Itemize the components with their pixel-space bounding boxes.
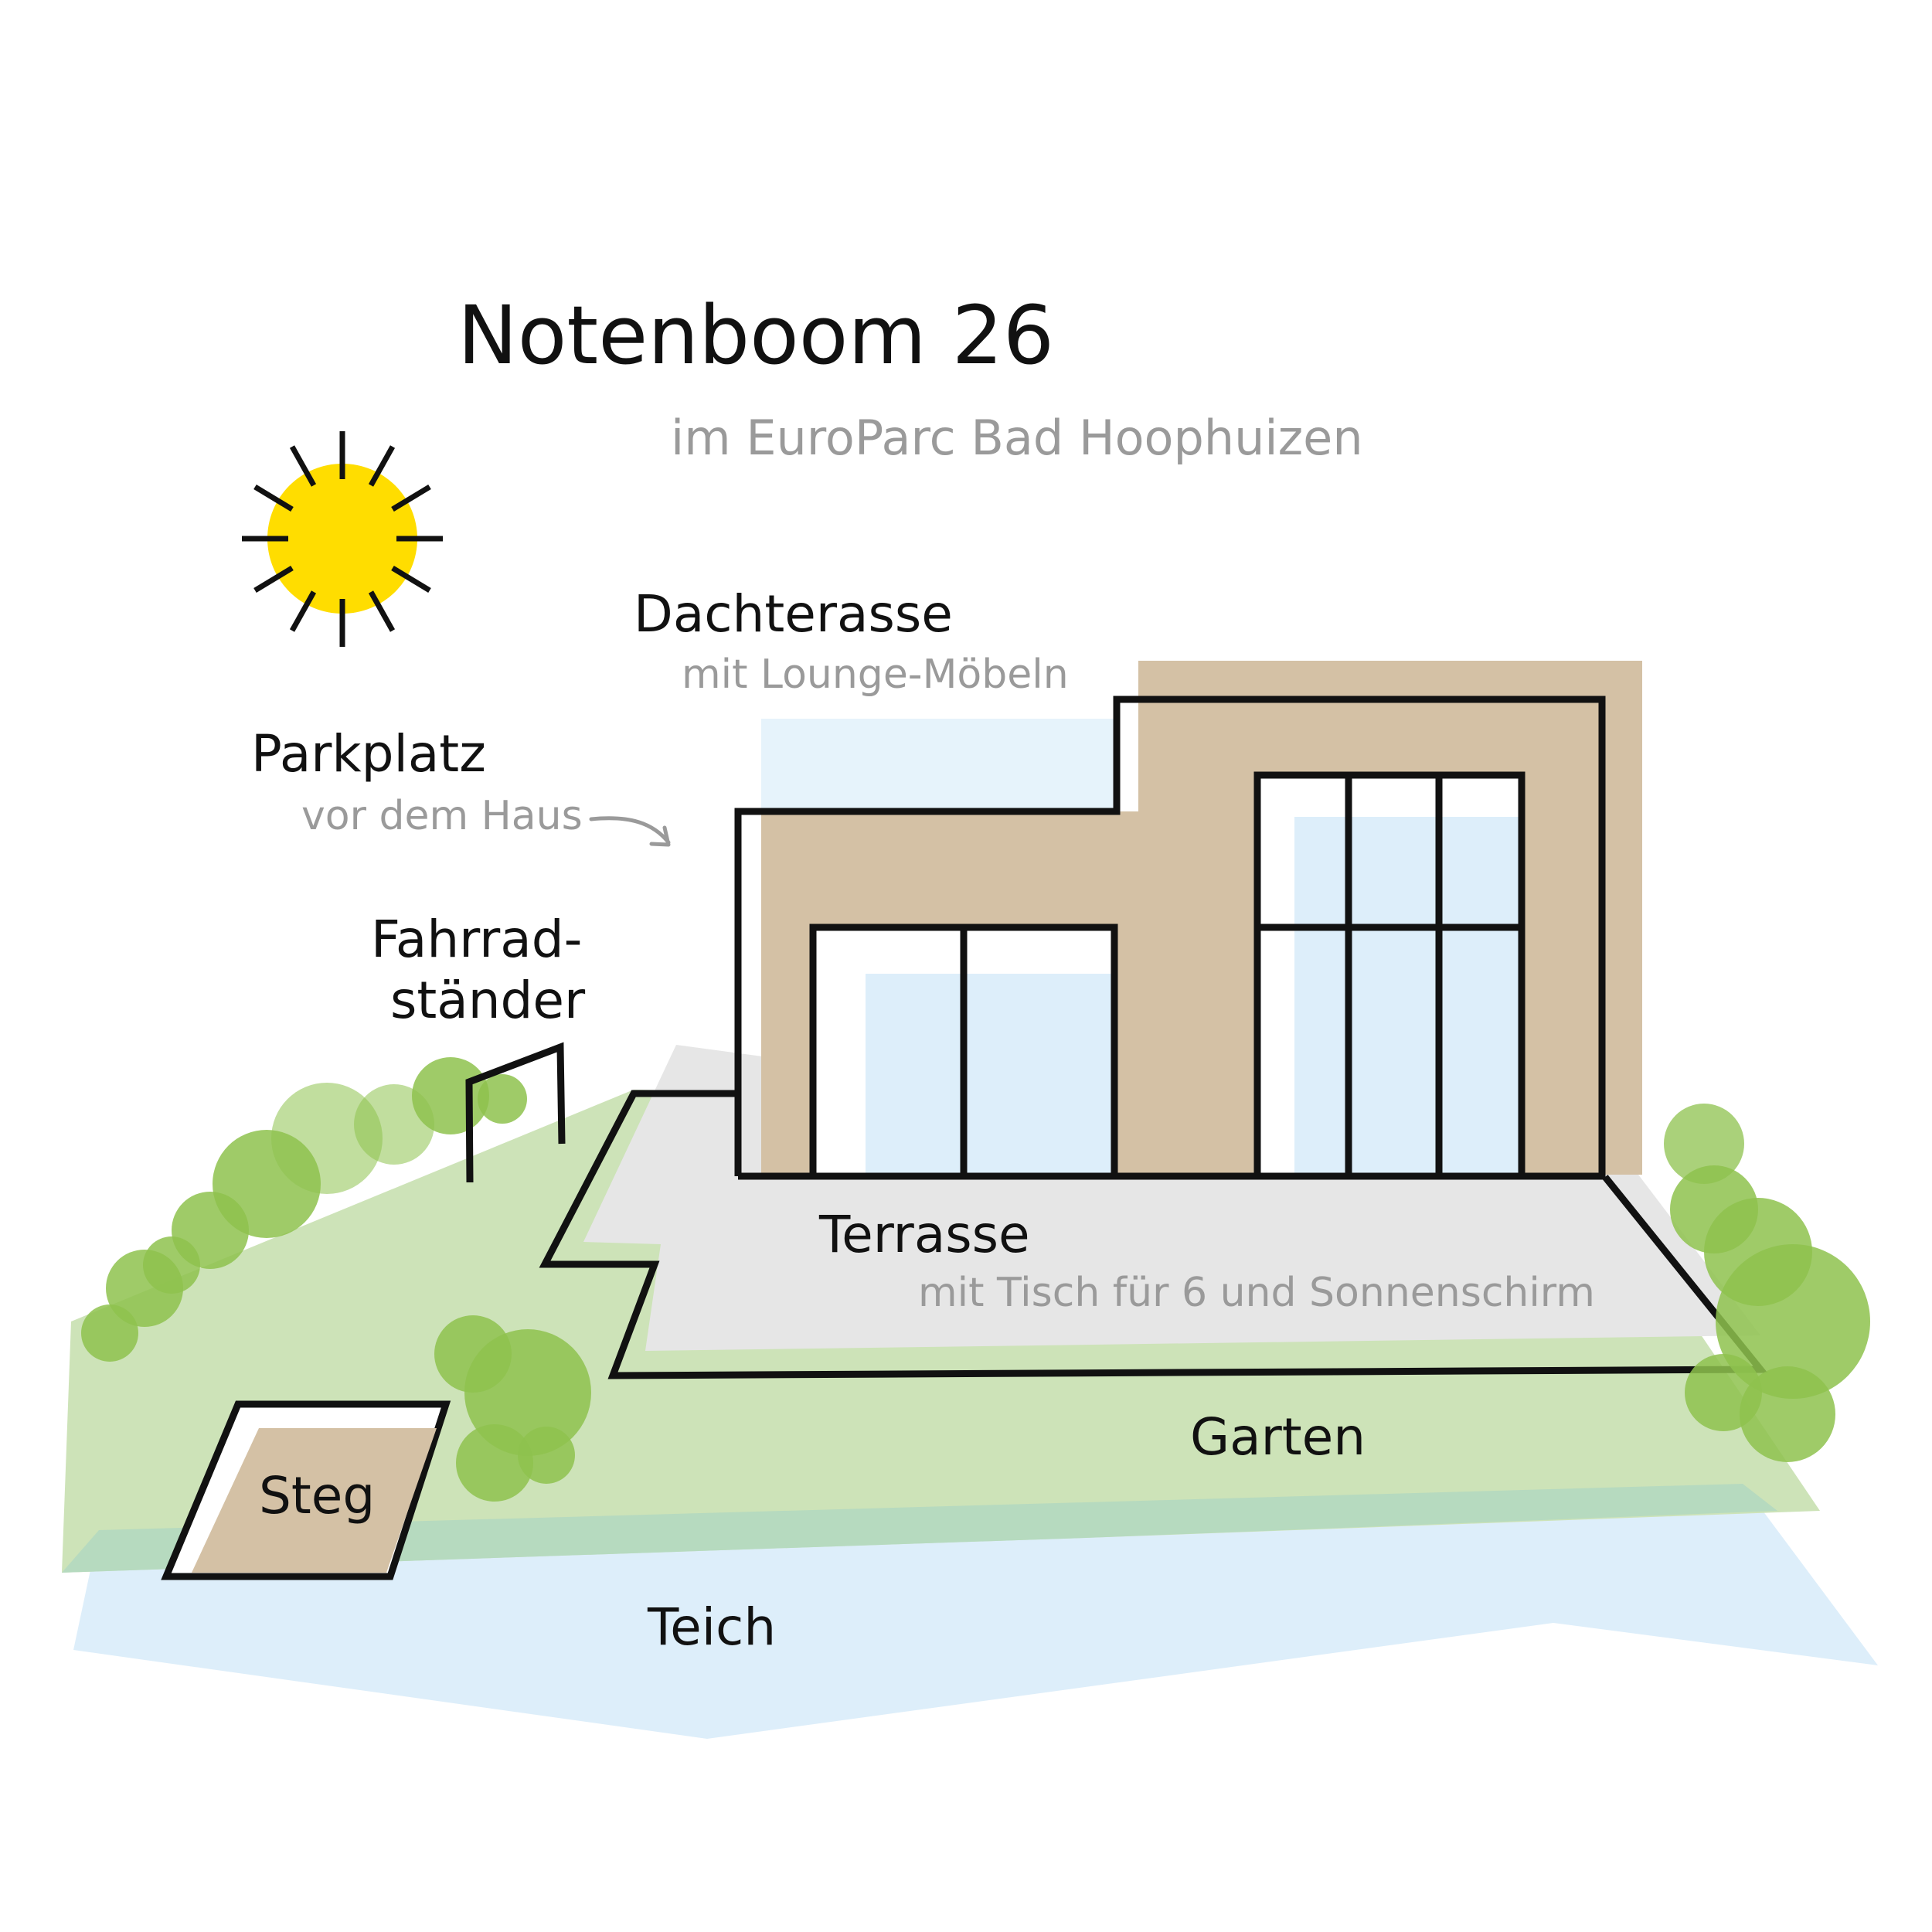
house bbox=[734, 661, 1642, 1180]
bush-icon bbox=[412, 1057, 489, 1134]
bush-icon bbox=[518, 1427, 575, 1484]
jetty-label: Steg bbox=[259, 1466, 375, 1526]
bush-icon bbox=[1664, 1104, 1744, 1184]
jetty-deck bbox=[192, 1428, 437, 1573]
roof-terrace-label: Dachterasse bbox=[634, 584, 953, 644]
pond-label: Teich bbox=[647, 1597, 776, 1657]
garden-pond-overlap bbox=[62, 1484, 1777, 1573]
roof-terrace-glass bbox=[761, 719, 1117, 811]
terrace-detail: mit Tisch für 6 und Sonnenschirm bbox=[918, 1270, 1595, 1316]
roof-terrace-detail: mit Lounge-Möbeln bbox=[682, 651, 1069, 698]
large-window-glass bbox=[1294, 817, 1522, 1175]
bush-group-middle bbox=[434, 1315, 591, 1502]
page-title: Notenboom 26 bbox=[457, 288, 1054, 383]
bush-icon bbox=[1740, 1366, 1835, 1462]
bike-rack-icon[interactable] bbox=[465, 1042, 566, 1183]
bush-icon bbox=[478, 1074, 527, 1124]
bike-rack-label-line1: Fahrrad- bbox=[371, 910, 582, 969]
bush-group-right bbox=[1664, 1104, 1870, 1462]
terrace-label: Terrasse bbox=[818, 1205, 1030, 1264]
bush-icon bbox=[271, 1083, 383, 1194]
sun-icon bbox=[242, 431, 443, 647]
bush-icon bbox=[456, 1424, 533, 1502]
parking-detail: vor dem Haus bbox=[301, 793, 583, 839]
bike-rack-label-line2: ständer bbox=[390, 971, 586, 1030]
large-window-outline bbox=[1253, 771, 1526, 1180]
parking-label: Parkplatz bbox=[251, 724, 486, 784]
sliding-door-glass bbox=[866, 974, 1114, 1175]
page-subtitle: im EuroParc Bad Hoophuizen bbox=[671, 410, 1363, 466]
garden-label: Garten bbox=[1190, 1407, 1366, 1467]
bush-group-left bbox=[81, 1057, 527, 1362]
bush-icon bbox=[1716, 1244, 1870, 1399]
house-outline bbox=[734, 696, 1606, 1180]
arrow-icon bbox=[589, 816, 671, 847]
bush-icon bbox=[464, 1329, 591, 1456]
